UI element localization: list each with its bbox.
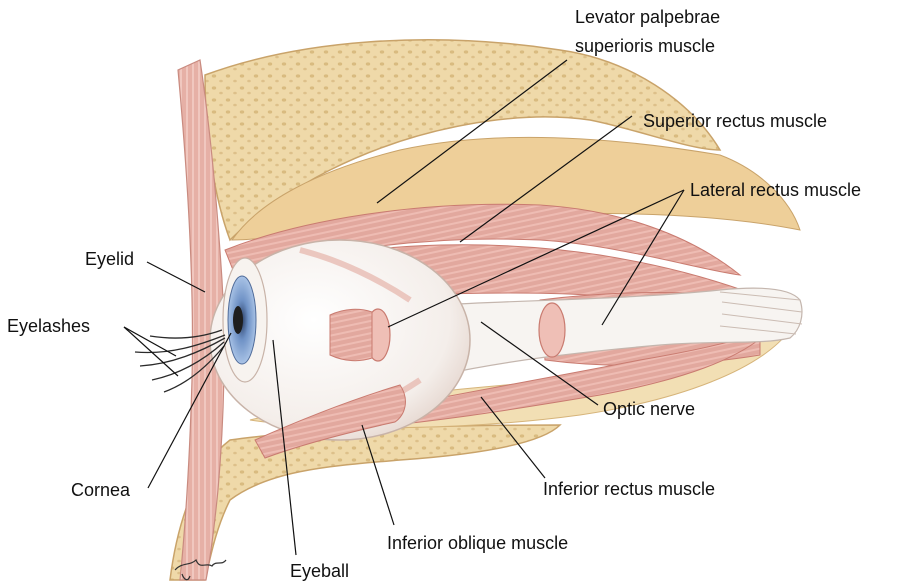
- label-optic-nerve: Optic nerve: [603, 398, 695, 420]
- label-cornea: Cornea: [71, 479, 130, 501]
- label-eyelashes: Eyelashes: [7, 315, 90, 337]
- label-inferior-rectus: Inferior rectus muscle: [543, 478, 715, 500]
- label-inferior-oblique: Inferior oblique muscle: [387, 532, 568, 554]
- orbital-floor-bone: [170, 425, 560, 580]
- label-lateral-rectus: Lateral rectus muscle: [690, 179, 861, 201]
- label-eyelid: Eyelid: [85, 248, 134, 270]
- lateral-rectus-near-body: [330, 309, 372, 360]
- pupil: [233, 306, 243, 334]
- label-eyeball: Eyeball: [290, 560, 349, 582]
- leader-eyelashes-a: [124, 327, 176, 356]
- label-levator-line1: Levator palpebrae: [575, 6, 720, 28]
- label-superior-rectus: Superior rectus muscle: [643, 110, 827, 132]
- lateral-rectus-stump-far: [539, 303, 565, 357]
- label-levator-line2: superioris muscle: [575, 35, 715, 57]
